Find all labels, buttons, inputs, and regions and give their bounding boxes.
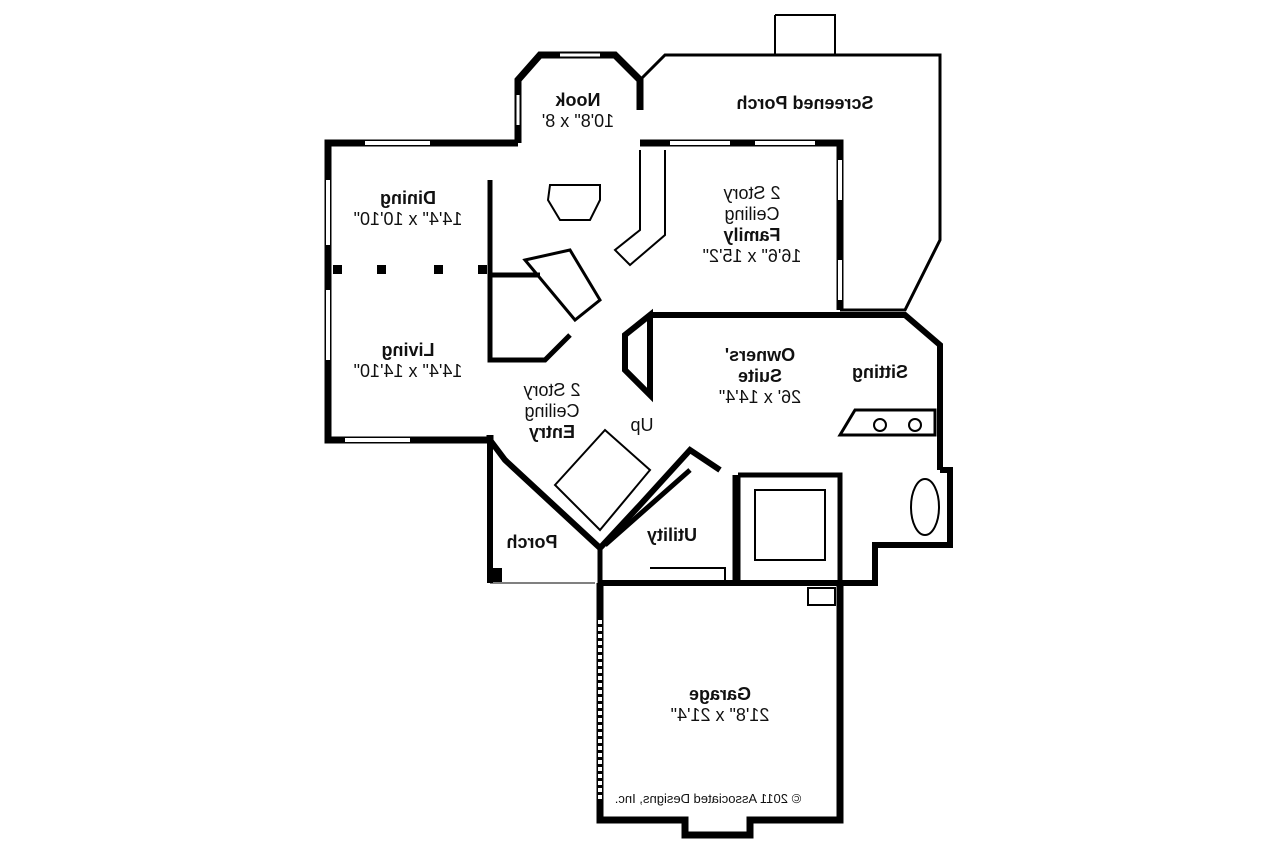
room-label-utility: Utility bbox=[646, 525, 698, 545]
wall-powder bbox=[487, 180, 572, 363]
window-family bbox=[670, 141, 842, 300]
pantry bbox=[522, 248, 602, 323]
wall-entry bbox=[487, 438, 722, 553]
porch-door bbox=[774, 14, 836, 55]
closet bbox=[735, 472, 843, 583]
wall-screened-porch bbox=[638, 53, 942, 312]
bathtub bbox=[910, 478, 940, 536]
kitchen-counter bbox=[613, 150, 666, 267]
wall-utility bbox=[597, 468, 738, 583]
window-living-left bbox=[326, 180, 410, 442]
room-label-sitting: Sitting bbox=[852, 362, 908, 382]
wall-entry-divider bbox=[622, 308, 653, 403]
room-label-screened-porch: Screened Porch bbox=[736, 93, 874, 113]
room-label-porch: Porch bbox=[506, 532, 558, 552]
wall-owners-suite bbox=[650, 312, 943, 470]
wall-suite-lower bbox=[600, 467, 953, 586]
vanity bbox=[837, 408, 937, 437]
stair bbox=[553, 428, 652, 532]
kitchen-island bbox=[546, 184, 601, 221]
stair-label: Up bbox=[630, 415, 654, 435]
window-nook bbox=[516, 53, 600, 125]
copyright-text: © 2011 Associated Designs, Inc. bbox=[614, 791, 802, 806]
wall-garage bbox=[596, 583, 844, 839]
